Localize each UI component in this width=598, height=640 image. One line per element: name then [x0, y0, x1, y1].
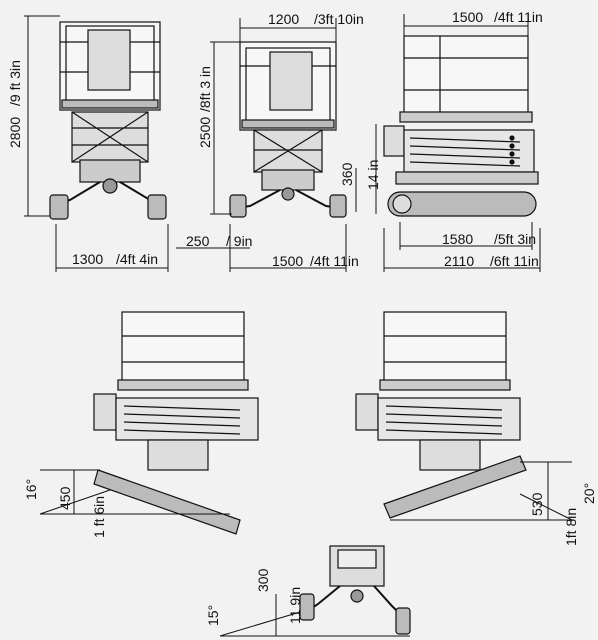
- side-view: [383, 35, 539, 217]
- tilt-right-angle: 20°: [581, 483, 597, 504]
- front-height-imp: /9 ft 3in: [7, 60, 23, 106]
- tilt-left-rise-imp: 1 ft 6in: [91, 496, 107, 538]
- tilt-right-rise-mm: 530: [529, 492, 545, 516]
- platform-length-mm: 1500: [452, 9, 483, 25]
- tilt-left-rise-mm: 450: [57, 486, 73, 510]
- rear-view: [229, 41, 347, 218]
- track-spread-mm: 1500: [272, 253, 303, 269]
- platform-length-imp: /4ft 11in: [494, 9, 543, 25]
- tilt-right-rise-imp: 1ft 8in: [563, 508, 579, 546]
- front-dim-lines: [24, 15, 169, 272]
- track-length-mm: 1580: [442, 231, 473, 247]
- platform-width-imp: /3ft 10in: [314, 11, 364, 27]
- side-dim-lines: [375, 14, 541, 272]
- total-length-imp: /6ft 11in: [490, 253, 539, 269]
- tilt-left-view: [93, 311, 259, 535]
- tilt-left-angle: 16°: [23, 479, 39, 500]
- rear-dim-lines: [176, 18, 357, 272]
- track-length-imp: /5ft 3in: [494, 231, 536, 247]
- tilt-bottom-rise-mm: 300: [255, 568, 271, 592]
- front-height-mm: 2800: [7, 117, 23, 148]
- tilt-bottom-angle: 15°: [205, 605, 221, 626]
- front-width-mm: 1300: [72, 251, 103, 267]
- wheel-offset-imp: / 9in: [226, 233, 252, 249]
- platform-width-mm: 1200: [268, 11, 299, 27]
- front-width-imp: /4ft 4in: [116, 251, 158, 267]
- front-view: [49, 21, 167, 220]
- track-spread-imp: /4ft 11in: [310, 253, 359, 269]
- tilt-right-view: [355, 311, 527, 519]
- clearance-mm: 360: [339, 162, 355, 186]
- tilt-bottom-dim-lines: [219, 594, 410, 637]
- side-height-mm: 2500: [197, 117, 213, 148]
- tilt-bottom-rise-imp: 11 9in: [287, 587, 303, 624]
- wheel-offset-mm: 250: [186, 233, 210, 249]
- side-height-imp: /8ft 3 in: [197, 66, 213, 112]
- tilt-left-dim-lines: [39, 469, 230, 515]
- total-length-mm: 2110: [444, 253, 474, 269]
- tilt-right-dim-lines: [390, 461, 573, 521]
- tilt-bottom-view: [299, 545, 411, 635]
- clearance-imp: 14 in: [365, 160, 381, 190]
